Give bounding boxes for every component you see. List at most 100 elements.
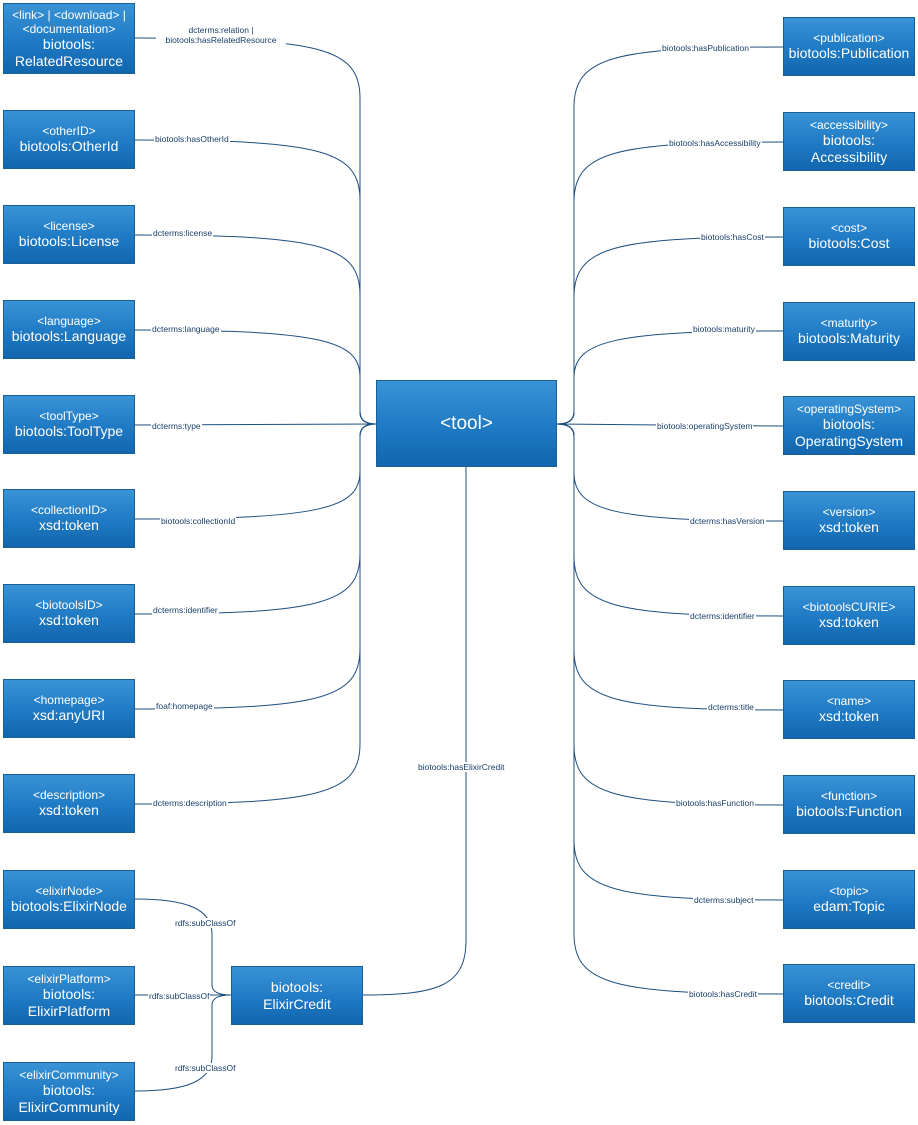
node-type: biotools:Credit xyxy=(804,992,894,1008)
edge-label-collectionid: biotools:collectionId xyxy=(160,516,237,526)
edge-label-credit: biotools:hasCredit xyxy=(688,989,759,999)
edge-label-related: dcterms:relation | biotools:hasRelatedRe… xyxy=(156,25,286,45)
node-tag: <language> xyxy=(37,314,101,328)
node-type: biotools: ElixirPlatform xyxy=(27,985,111,1019)
publication-node[interactable]: <publication> biotools:Publication xyxy=(783,17,915,76)
left-connector xyxy=(134,329,377,425)
node-type: biotools:ElixirNode xyxy=(11,898,127,914)
node-type: biotools:Maturity xyxy=(798,330,900,346)
node-tag: <license> xyxy=(43,219,95,233)
elixir-community-node[interactable]: <elixirCommunity> biotools: ElixirCommun… xyxy=(3,1062,135,1121)
credit-node[interactable]: <credit> biotools:Credit xyxy=(783,964,915,1023)
collection-id-node[interactable]: <collectionID> xsd:token xyxy=(3,489,135,548)
node-tag: <toolType> xyxy=(39,409,99,423)
right-connector xyxy=(556,423,784,901)
node-tag: <homepage> xyxy=(33,693,105,707)
node-tag: <biotoolsID> xyxy=(35,598,103,612)
left-connector xyxy=(134,423,377,710)
right-connector xyxy=(556,423,784,995)
node-tag: <elixirCommunity> xyxy=(19,1067,119,1082)
node-type: xsd:token xyxy=(819,614,879,630)
topic-node[interactable]: <topic> edam:Topic xyxy=(783,870,915,929)
related-resource-node[interactable]: <link> | <download> | <documentation> bi… xyxy=(3,3,135,74)
edge-label-description: dcterms:description xyxy=(152,798,228,808)
edge-label-tooltype: dcterms:type xyxy=(151,421,202,431)
node-tag: <maturity> xyxy=(820,316,878,330)
edge-label-elixirnode: rdfs:subClassOf xyxy=(174,918,237,928)
edge-label-curie: dcterms:identifier xyxy=(689,611,756,621)
node-tag: <publication> xyxy=(813,31,885,45)
node-tag: <credit> xyxy=(827,978,871,992)
edge-label-function: biotools:hasFunction xyxy=(675,798,755,808)
edge-label-license: dcterms:license xyxy=(152,228,214,238)
node-tag: <operatingSystem> xyxy=(796,401,902,416)
tool-node-label: <tool> xyxy=(440,412,493,434)
biotools-id-node[interactable]: <biotoolsID> xsd:token xyxy=(3,584,135,643)
node-type: xsd:token xyxy=(819,519,879,535)
node-tag: <accessibility> xyxy=(809,117,889,132)
description-node[interactable]: <description> xsd:token xyxy=(3,774,135,833)
edge-label-biotoolsid: dcterms:identifier xyxy=(152,605,219,615)
node-type: biotools:ToolType xyxy=(14,423,124,439)
node-tag: <biotoolsCURIE> xyxy=(802,600,896,614)
elixir-community-connector xyxy=(134,994,232,1092)
edge-label-publication: biotools:hasPublication xyxy=(661,43,750,53)
edge-label-topic: dcterms:subject xyxy=(693,895,755,905)
edge-label-os: biotools:operatingSystem xyxy=(656,421,754,431)
node-type: biotools:Publication xyxy=(788,45,910,61)
edge-label-homepage: foaf:homepage xyxy=(155,701,214,711)
right-connector xyxy=(556,423,784,522)
tool-type-node[interactable]: <toolType> biotools:ToolType xyxy=(3,395,135,454)
name-node[interactable]: <name> xsd:token xyxy=(783,680,915,739)
node-type: biotools:Cost xyxy=(808,235,890,251)
node-tag: <name> xyxy=(826,694,872,708)
node-type: biotools: ElixirCommunity xyxy=(18,1081,120,1115)
maturity-node[interactable]: <maturity> biotools:Maturity xyxy=(783,302,915,361)
function-node[interactable]: <function> biotools:Function xyxy=(783,775,915,834)
left-connector xyxy=(134,423,377,520)
node-tag: <collectionID> xyxy=(30,503,108,517)
node-type: biotools:License xyxy=(18,233,120,249)
edge-label-accessibility: biotools:hasAccessibility xyxy=(668,138,762,148)
node-type: biotools:Language xyxy=(11,328,127,344)
node-type: biotools: RelatedResource xyxy=(14,35,124,69)
accessibility-node[interactable]: <accessibility> biotools: Accessibility xyxy=(783,112,915,171)
node-tag: <otherID> xyxy=(42,124,96,138)
tool-node[interactable]: <tool> xyxy=(376,380,557,467)
homepage-node[interactable]: <homepage> xsd:anyURI xyxy=(3,679,135,738)
node-tag: <elixirPlatform> xyxy=(27,971,111,986)
edge-label-version: dcterms:hasVersion xyxy=(689,516,766,526)
edge-label-otherid: biotools:hasOtherId xyxy=(154,134,230,144)
language-node[interactable]: <language> biotools:Language xyxy=(3,300,135,359)
node-type: biotools: ElixirCredit xyxy=(263,978,331,1012)
node-tag: <function> xyxy=(820,789,878,803)
node-type: xsd:token xyxy=(39,802,99,818)
right-connector xyxy=(556,423,784,711)
operating-system-node[interactable]: <operatingSystem> biotools: OperatingSys… xyxy=(783,396,915,455)
edge-label-cost: biotools:hasCost xyxy=(700,232,765,242)
right-connector xyxy=(556,141,784,425)
edge-label-elixirplatform: rdfs:subClassOf xyxy=(148,991,211,1001)
edge-label-maturity: biotools:maturity xyxy=(692,324,756,334)
edge-label-name: dcterms:title xyxy=(707,702,755,712)
biotools-curie-node[interactable]: <biotoolsCURIE> xsd:token xyxy=(783,586,915,645)
node-type: xsd:token xyxy=(819,708,879,724)
license-node[interactable]: <license> biotools:License xyxy=(3,205,135,264)
edge-label-elixircommunity: rdfs:subClassOf xyxy=(174,1063,237,1073)
edge-label-language: dcterms:language xyxy=(151,324,221,334)
node-type: biotools:OtherId xyxy=(19,138,119,154)
version-node[interactable]: <version> xsd:token xyxy=(783,491,915,550)
node-tag: <description> xyxy=(32,788,106,802)
other-id-node[interactable]: <otherID> biotools:OtherId xyxy=(3,110,135,169)
left-connector xyxy=(134,139,377,425)
elixir-node-node[interactable]: <elixirNode> biotools:ElixirNode xyxy=(3,870,135,929)
node-type: biotools: Accessibility xyxy=(810,131,888,165)
edge-label-elixircredit: biotools:hasElixirCredit xyxy=(417,762,506,772)
elixir-credit-node[interactable]: biotools: ElixirCredit xyxy=(231,966,363,1025)
cost-node[interactable]: <cost> biotools:Cost xyxy=(783,207,915,266)
node-tag: <link> | <download> | <documentation> xyxy=(12,7,126,36)
node-type: xsd:token xyxy=(39,517,99,533)
elixir-platform-node[interactable]: <elixirPlatform> biotools: ElixirPlatfor… xyxy=(3,966,135,1025)
elixir-credit-connector xyxy=(362,467,467,996)
